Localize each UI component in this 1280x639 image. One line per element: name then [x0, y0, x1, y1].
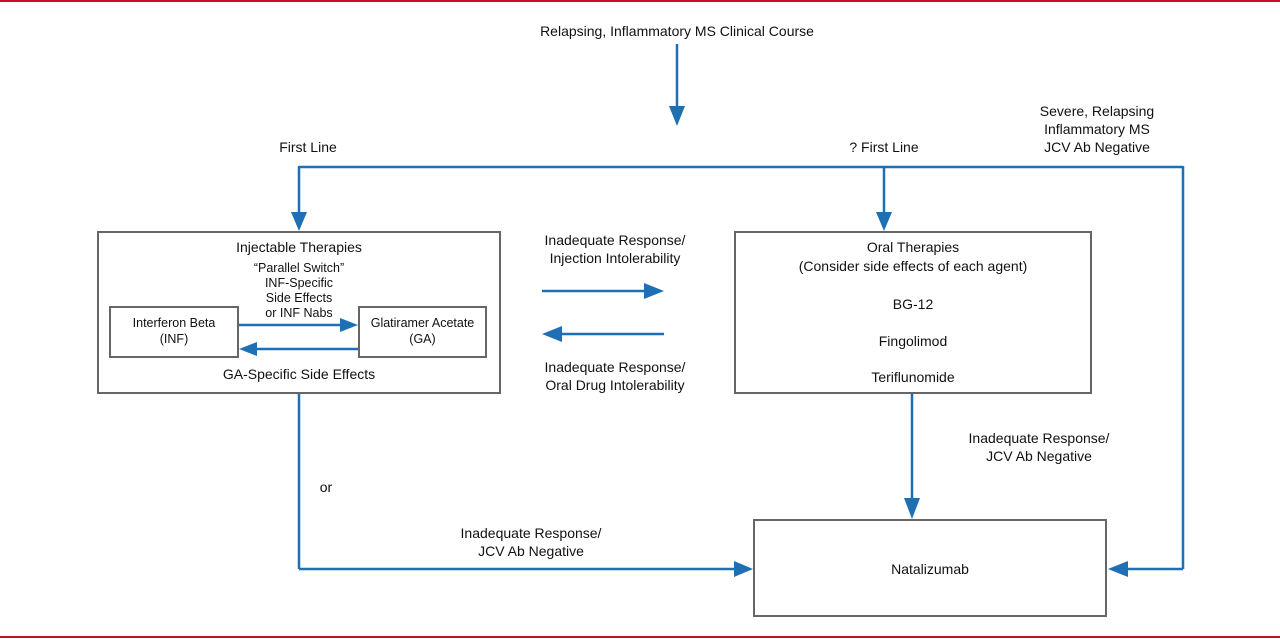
ga-side-effects-label: GA-Specific Side Effects [222, 366, 376, 382]
diagram-title: Relapsing, Inflammatory MS Clinical Cour… [540, 23, 814, 39]
ga-to-inf-arrowhead [239, 342, 257, 356]
inadequate-jcv-right-line1: Inadequate Response/ [968, 430, 1110, 446]
inf-to-ga-arrowhead [340, 318, 358, 332]
interferon-beta-label: Interferon Beta [132, 316, 216, 330]
glatiramer-acetate-label: Glatiramer Acetate [370, 316, 475, 330]
arrow-strokes [239, 44, 1185, 571]
oral-therapies-box [734, 231, 1092, 394]
inadequate-inj-line1: Inadequate Response/ [544, 232, 686, 248]
oral-subtitle: (Consider side effects of each agent) [798, 258, 1028, 274]
inadequate-inj-line2: Injection Intolerability [549, 250, 681, 266]
injectable-title: Injectable Therapies [236, 239, 362, 255]
inj-to-oral-arrowhead [644, 283, 664, 299]
inf-specific-line1: INF-Specific [264, 276, 334, 290]
inadequate-jcv-right-line2: JCV Ab Negative [986, 448, 1092, 464]
oral-drug-fingolimod: Fingolimod [878, 333, 948, 349]
oral-to-inj-arrowhead [542, 326, 562, 342]
inadequate-oral-line2: Oral Drug Intolerability [545, 377, 685, 393]
inadequate-jcv-bottom-line1: Inadequate Response/ [460, 525, 602, 541]
q-first-line-arrowhead [876, 212, 892, 231]
parallel-switch-label: “Parallel Switch” [253, 261, 345, 275]
inf-specific-line2: Side Effects [265, 291, 333, 305]
first-line-arrowhead [291, 212, 307, 231]
glatiramer-abbrev-label: (GA) [409, 332, 436, 346]
arrow-heads [239, 106, 1128, 577]
inadequate-jcv-bottom-line2: JCV Ab Negative [478, 543, 584, 559]
oral-title: Oral Therapies [866, 239, 960, 255]
glatiramer-acetate-box [358, 306, 487, 358]
oral-drug-bg12: BG-12 [892, 296, 934, 312]
inadequate-oral-line1: Inadequate Response/ [544, 359, 686, 375]
interferon-beta-box [109, 306, 239, 358]
first-line-label: First Line [279, 139, 337, 155]
severe-label-line3: JCV Ab Negative [1044, 139, 1150, 155]
natalizumab-box [753, 519, 1107, 617]
severe-label-line2: Inflammatory MS [1044, 121, 1150, 137]
severe-arrowhead [1108, 561, 1128, 577]
oral-to-natalizumab-arrowhead [904, 498, 920, 519]
natalizumab-label: Natalizumab [891, 561, 969, 577]
oral-drug-teriflunomide: Teriflunomide [871, 369, 955, 385]
title-down-arrowhead [669, 106, 685, 126]
inf-specific-line3: or INF Nabs [265, 306, 333, 320]
interferon-abbrev-label: (INF) [159, 332, 189, 346]
q-first-line-label: ? First Line [849, 139, 919, 155]
severe-label-line1: Severe, Relapsing [1039, 103, 1155, 119]
injectable-to-natalizumab-arrowhead [734, 561, 753, 577]
or-label: or [319, 479, 333, 495]
top-rule [0, 0, 1280, 2]
bottom-rule [0, 636, 1280, 638]
